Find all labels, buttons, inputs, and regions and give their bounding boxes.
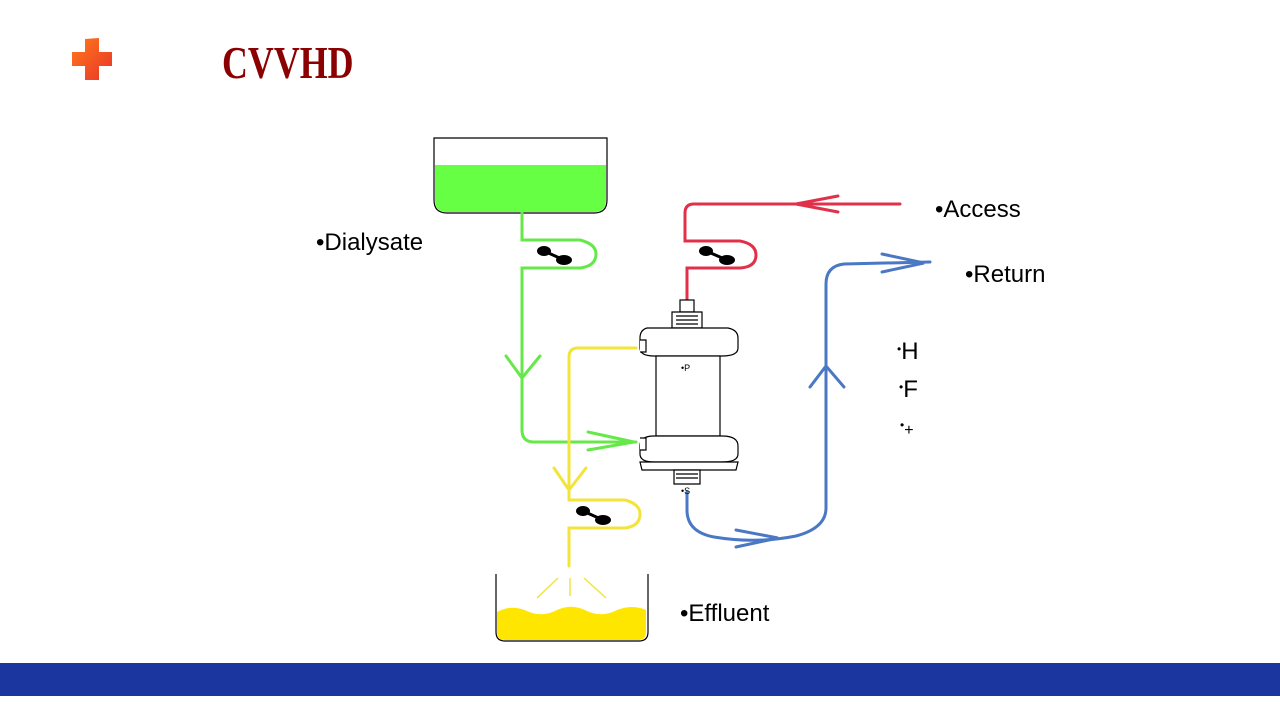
effluent-drip (536, 577, 607, 599)
footer-bar (0, 663, 1280, 696)
hf-item-f: •F (899, 376, 918, 403)
red-cross-icon (72, 38, 112, 80)
dialysate-clamp (537, 246, 572, 265)
hf-item-plus-text: + (904, 422, 914, 439)
return-line (685, 252, 932, 549)
access-line (683, 194, 902, 302)
hf-item-f-text: F (903, 376, 918, 403)
effluent-line (552, 346, 642, 568)
access-clamp (699, 246, 735, 265)
effluent-bag (495, 574, 649, 642)
label-effluent: •Effluent (680, 600, 770, 627)
hemofilter (639, 299, 739, 485)
dialysate-line (504, 211, 638, 452)
slide-title: CVVHD (222, 37, 354, 88)
filter-top-mark: •P (681, 363, 691, 373)
label-access: •Access (935, 196, 1021, 223)
hf-item-plus: •+ (900, 418, 914, 439)
filter-bottom-mark: •S (681, 486, 691, 496)
effluent-clamp (576, 506, 611, 525)
label-dialysate: •Dialysate (316, 229, 424, 256)
hf-item-h-text: H (901, 338, 919, 365)
dialysate-bag (433, 137, 608, 214)
label-return: •Return (965, 261, 1046, 288)
hf-item-h: •H (897, 338, 919, 365)
